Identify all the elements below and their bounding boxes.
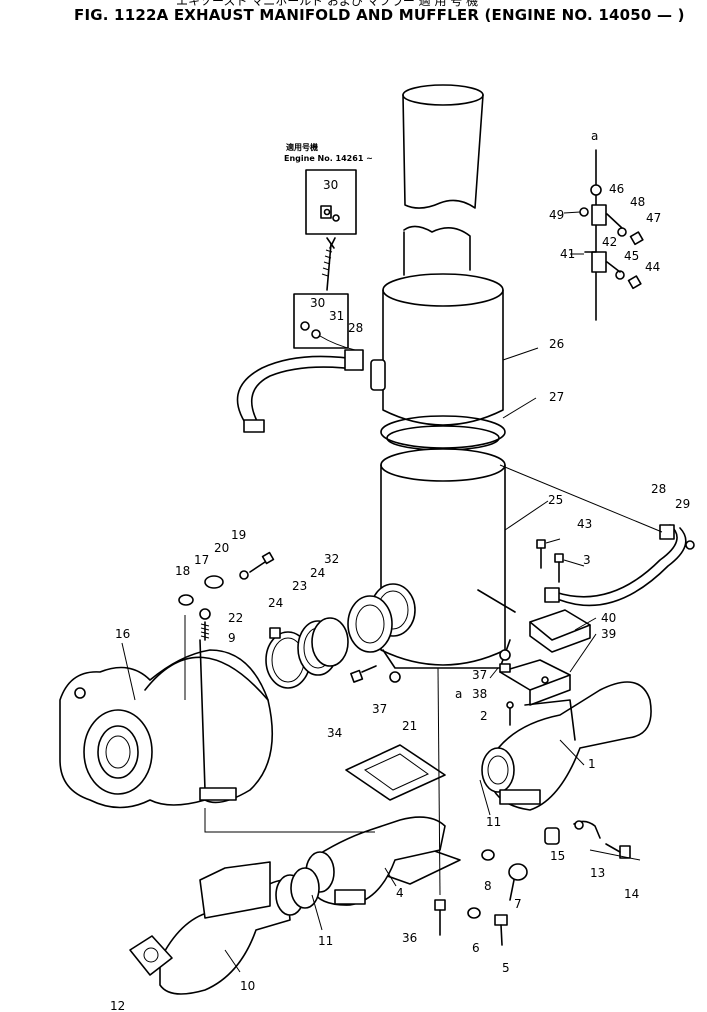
callout-32: 32	[324, 552, 339, 566]
callout-10: 10	[240, 979, 255, 993]
callout-a-bottom: a	[455, 687, 462, 701]
callout-27: 27	[549, 390, 564, 404]
muffler-lower	[370, 448, 516, 669]
callout-5: 5	[502, 961, 510, 975]
callout-17: 17	[194, 553, 209, 567]
callout-15: 15	[550, 849, 565, 863]
callout-44: 44	[645, 260, 660, 274]
stud-2	[506, 701, 514, 726]
callout-37b: 37	[372, 702, 387, 716]
callout-24a: 24	[268, 596, 283, 610]
callout-19: 19	[231, 528, 246, 542]
nuts	[389, 649, 511, 683]
callout-13: 13	[590, 866, 605, 880]
band-right	[499, 464, 695, 607]
callout-12: 12	[110, 999, 125, 1012]
callout-31: 31	[329, 309, 344, 323]
callout-20: 20	[214, 541, 229, 555]
callout-30a: 30	[323, 178, 338, 192]
callout-9: 9	[228, 631, 236, 645]
callout-29: 29	[675, 497, 690, 511]
callout-38: 38	[472, 687, 487, 701]
callout-3: 3	[583, 553, 591, 567]
detail-box-upper	[305, 169, 357, 291]
connector-rings	[265, 595, 393, 689]
callout-37a: 37	[472, 668, 487, 682]
callout-22: 22	[228, 611, 243, 625]
callout-23: 23	[292, 579, 307, 593]
japanese-title: エキゾースト マニホールド および マフラー 適 用 号 機	[176, 0, 479, 8]
callout-40: 40	[601, 611, 616, 625]
callout-49: 49	[549, 208, 564, 222]
callout-4: 4	[396, 886, 404, 900]
callout-41: 41	[560, 247, 575, 261]
callout-43: 43	[577, 517, 592, 531]
callout-2: 2	[480, 709, 488, 723]
callout-24b: 24	[310, 566, 325, 580]
callout-34: 34	[327, 726, 342, 740]
callout-1: 1	[588, 757, 596, 771]
applicable-engine: Engine No. 14261 ~	[284, 154, 373, 163]
clamp-parts	[178, 551, 275, 606]
callout-7: 7	[514, 897, 522, 911]
exhaust-manifold-lower	[129, 861, 320, 995]
turbocharger	[59, 639, 274, 809]
callout-11a: 11	[486, 815, 501, 829]
exhaust-manifold-right	[481, 681, 652, 811]
linkage-detail	[579, 149, 644, 321]
callout-8: 8	[484, 879, 492, 893]
guide-lines	[184, 615, 641, 896]
tail-pipe	[402, 84, 484, 209]
callout-6: 6	[472, 941, 480, 955]
bolts-upper	[536, 539, 564, 583]
callout-36: 36	[402, 931, 417, 945]
detail-box-lower	[293, 293, 356, 351]
band-left	[236, 349, 364, 433]
stud-nut	[199, 608, 211, 641]
callout-21: 21	[402, 719, 417, 733]
callout-a-top: a	[591, 129, 598, 143]
callout-25: 25	[548, 493, 563, 507]
callout-28b: 28	[651, 482, 666, 496]
callout-18: 18	[175, 564, 190, 578]
leader-lines	[121, 211, 597, 973]
applicable-label: 適用号機	[286, 142, 318, 152]
callout-47: 47	[646, 211, 661, 225]
callout-26: 26	[549, 337, 564, 351]
callout-46: 46	[609, 182, 624, 196]
callout-14: 14	[624, 887, 639, 901]
callout-48: 48	[630, 195, 645, 209]
ring	[380, 415, 506, 451]
callout-28a: 28	[348, 321, 363, 335]
muffler-upper	[370, 225, 504, 426]
callout-45: 45	[624, 249, 639, 263]
support-bracket	[499, 609, 591, 706]
small-hardware	[467, 820, 631, 946]
callout-11b: 11	[318, 934, 333, 948]
figure-title: FIG. 1122A EXHAUST MANIFOLD AND MUFFLER …	[74, 6, 685, 24]
callout-16: 16	[115, 627, 130, 641]
bolt-34	[350, 665, 377, 683]
long-bolt	[434, 899, 446, 936]
callout-42: 42	[602, 235, 617, 249]
callout-30b: 30	[310, 296, 325, 310]
callout-39: 39	[601, 627, 616, 641]
